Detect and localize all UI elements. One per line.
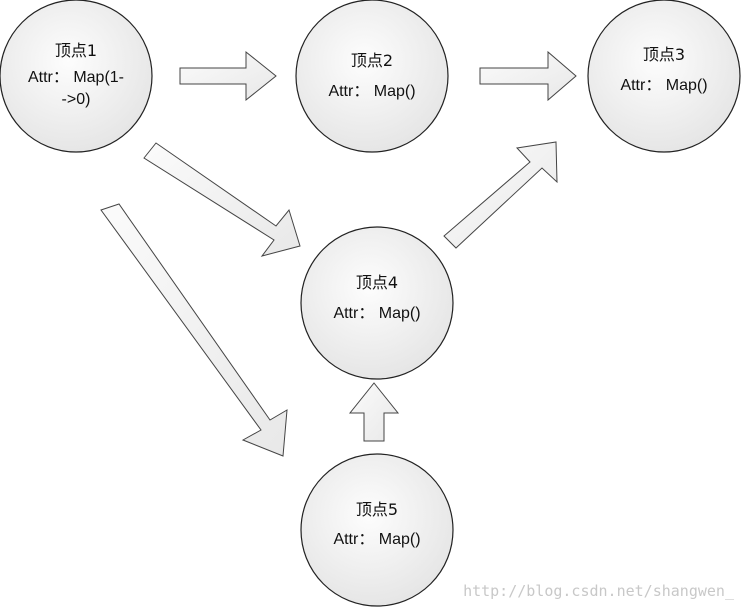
vertex-attr-line: Attr： Map() [328,83,415,100]
vertex-circle [587,0,741,153]
edge-arrow-1-to-2 [179,50,277,102]
vertex-node-3: 顶点3 Attr： Map() [587,0,741,153]
edge-arrow-1-to-5 [100,203,288,457]
vertex-circle [300,226,454,380]
vertex-title: 顶点5 [356,500,398,519]
vertex-circle [300,453,454,607]
watermark-text: http://blog.csdn.net/shangwen_ [463,582,735,600]
vertex-title: 顶点1 [55,41,97,60]
vertex-attr-line: ->0) [62,91,91,108]
edge-arrow-2-to-3 [479,50,577,102]
vertex-title: 顶点3 [643,45,685,64]
vertex-circle [295,0,449,153]
vertex-attr-line: Attr： Map() [333,305,420,322]
edge-arrow-4-to-3 [443,141,558,249]
vertex-node-4: 顶点4 Attr： Map() [300,226,454,380]
vertex-title: 顶点4 [356,273,398,292]
vertex-node-5: 顶点5 Attr： Map() [300,453,454,607]
vertex-node-1: 顶点1 Attr： Map(1- ->0) [0,0,153,153]
vertex-node-2: 顶点2 Attr： Map() [295,0,449,153]
vertex-attr-line: Attr： Map() [620,77,707,94]
edge-arrow-1-to-4 [143,142,301,257]
vertex-title: 顶点2 [351,51,393,70]
edges [100,50,577,457]
edge-arrow-5-to-4 [348,382,400,442]
vertex-attr-line: Attr： Map() [333,531,420,548]
vertex-attr-line: Attr： Map(1- [28,69,124,86]
vertex-circle [0,0,153,153]
